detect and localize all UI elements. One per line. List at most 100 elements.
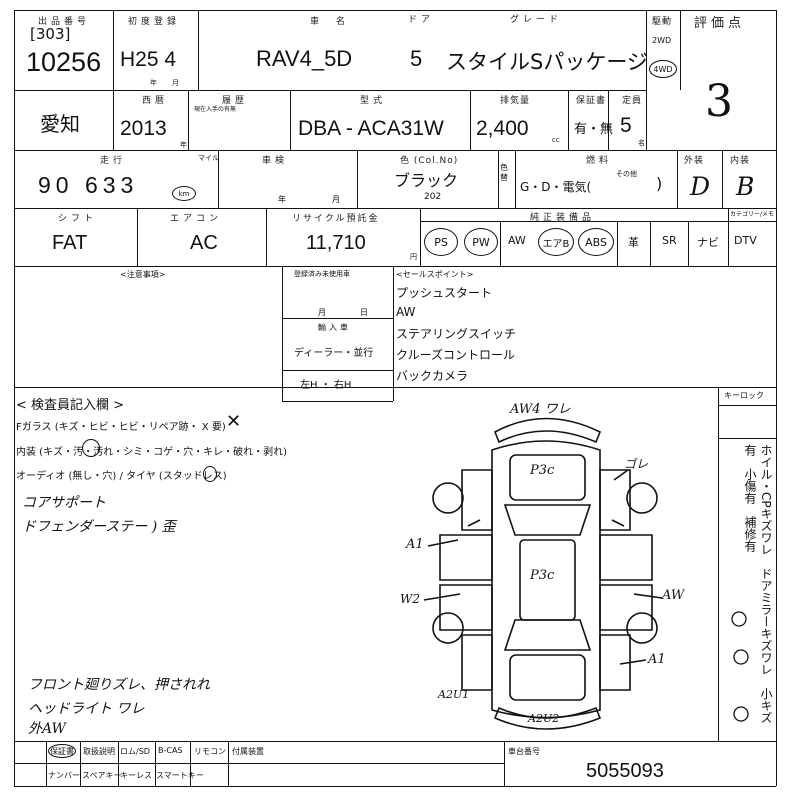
- diagram-mark: AW4 ワレ: [510, 402, 571, 417]
- inspection-date-units: 年 月: [278, 195, 350, 204]
- side-legend: ホイル・CPキズワレ ドアミラーキズワレ 小キズ有 小傷有 補修有: [743, 444, 773, 724]
- interior-mark-circle: [82, 439, 100, 457]
- shift-value: FAT: [52, 232, 88, 254]
- mileage-unit-label: マイル: [198, 154, 219, 162]
- footer-item: スペアキー: [82, 771, 122, 780]
- hand-note: ヘッドライト ワレ: [28, 701, 145, 717]
- sales-label: <セールスポイント>: [396, 270, 474, 279]
- caution-label: <注意事項>: [120, 270, 166, 279]
- score-value: 3: [705, 76, 733, 127]
- equip-leather: 革: [628, 236, 639, 249]
- grade-label: グレード: [510, 15, 563, 25]
- equip-label: 純正装備品: [530, 213, 596, 223]
- ac-label: エアコン: [170, 214, 223, 224]
- year-unit: 年: [180, 141, 187, 149]
- sales-point: バックカメラ: [396, 369, 469, 383]
- fuel-other: その他: [616, 170, 637, 178]
- inspection-line-interior: 内装 (キズ・汚・汚れ・シミ・コゲ・穴・キレ・破れ・剥れ): [16, 447, 287, 458]
- sales-point: ステアリングスイッチ: [396, 327, 517, 341]
- diagram-mark: ゴレ: [624, 457, 649, 471]
- diagram-mark: P3c: [530, 568, 555, 583]
- footer-item: スマートキー: [156, 771, 204, 780]
- grade-value: スタイルSパッケージ: [446, 50, 648, 74]
- first-reg-unit: 年 月: [150, 79, 183, 87]
- carnavi-label: カテゴリー/メモ: [730, 211, 775, 218]
- model-label: 車 名: [310, 17, 350, 27]
- capacity-unit: 名: [638, 139, 645, 147]
- interior-value: B: [736, 172, 755, 201]
- mileage-unit-circled: km: [172, 186, 196, 201]
- mileage-value: 90 633: [38, 172, 139, 198]
- diagram-mark: A2U1: [438, 688, 470, 701]
- footer-item: ロム/SD: [120, 747, 150, 756]
- inspection-value: 有・無: [574, 122, 614, 137]
- region-value: 愛知: [40, 112, 80, 136]
- drive-2wd: 2WD: [652, 36, 672, 45]
- equip-navi: ナビ: [697, 236, 719, 249]
- import-handle: 左H ・ 右H: [300, 380, 352, 391]
- diagram-mark: AW: [662, 588, 685, 603]
- import-dealer: ディーラー・並行: [294, 348, 374, 359]
- accessories-label: 付属装置: [232, 747, 264, 756]
- equip-aw: AW: [508, 234, 526, 247]
- vehicle-number: 5055093: [586, 760, 664, 782]
- first-reg-value: H25 4: [120, 48, 177, 71]
- tire-mark-circle: [203, 466, 217, 482]
- inspection-date-label: 車検: [262, 156, 289, 166]
- equip-dtv: DTV: [734, 234, 757, 247]
- drive-4wd-circled: 4WD: [649, 60, 677, 78]
- first-reg-label: 初度登録: [128, 17, 181, 27]
- fuel-close-paren: ): [656, 174, 663, 193]
- type-value: DBA - ACA31W: [298, 117, 444, 140]
- ac-value: AC: [190, 232, 218, 254]
- warranty-circle: [48, 744, 76, 758]
- equip-ps-circled: PS: [424, 228, 458, 256]
- history-label: 履歴: [222, 96, 249, 106]
- equip-sr: SR: [662, 234, 677, 247]
- diagram-mark: A2U2: [528, 712, 560, 725]
- glass-x-mark: ✕: [226, 411, 242, 432]
- footer-item: リモコン: [194, 747, 226, 756]
- history-note: 現在入手の有無: [194, 106, 237, 113]
- recycle-value: 11,710: [306, 232, 366, 254]
- lot-number: 10256: [26, 47, 102, 77]
- lot-label: 出品番号: [38, 17, 91, 27]
- hand-note: 外AW: [28, 721, 66, 737]
- import-label: 輸入車: [318, 323, 351, 332]
- sales-point: AW: [396, 305, 416, 319]
- diagram-mark: A1: [406, 537, 424, 552]
- drive-label: 駆動: [652, 17, 673, 27]
- model-value: RAV4_5D: [256, 46, 353, 71]
- inspection-line-glass: Fガラス (キズ・ヒビ・ヒビ・リペア跡・ X 要): [16, 422, 226, 433]
- equip-airbag-circled: エアB: [538, 228, 574, 256]
- diagram-mark: A1: [648, 652, 666, 667]
- footer-item: B-CAS: [158, 746, 183, 755]
- door-label: ドア: [408, 15, 435, 25]
- diagram-mark: W2: [400, 592, 420, 606]
- keylock-label: キーロック: [724, 391, 764, 400]
- type-label: 型式: [360, 96, 387, 106]
- hand-note: コアサポート: [22, 495, 106, 511]
- exterior-label: 外装: [684, 156, 705, 166]
- fuel-value: G・D・電気(: [520, 180, 592, 194]
- color-code: 202: [424, 192, 442, 202]
- cc-value: 2,400: [476, 117, 529, 140]
- fuel-label: 燃料: [586, 156, 613, 166]
- color-value: ブラック: [394, 171, 459, 190]
- inspection-label: 保証書: [576, 96, 607, 106]
- hand-note: フロント廻りズレ、押されれ: [28, 677, 210, 693]
- inspection-line-audio: オーディオ (無し・穴) / タイヤ (スタッドレス): [16, 471, 227, 482]
- cc-unit: cc: [552, 136, 560, 144]
- capacity-value: 5: [620, 114, 632, 137]
- shift-label: シフト: [58, 214, 98, 224]
- sales-point: プッシュスタート: [396, 286, 493, 300]
- equip-abs-circled: ABS: [578, 228, 614, 256]
- cc-label: 排気量: [500, 96, 531, 106]
- door-value: 5: [410, 46, 423, 71]
- color-change-label: 色替: [500, 163, 508, 182]
- mileage-label: 走行: [100, 156, 127, 166]
- sales-point: クルーズコントロール: [396, 348, 516, 362]
- year-label: 西暦: [142, 96, 169, 106]
- footer-item: 取扱説明: [83, 747, 115, 756]
